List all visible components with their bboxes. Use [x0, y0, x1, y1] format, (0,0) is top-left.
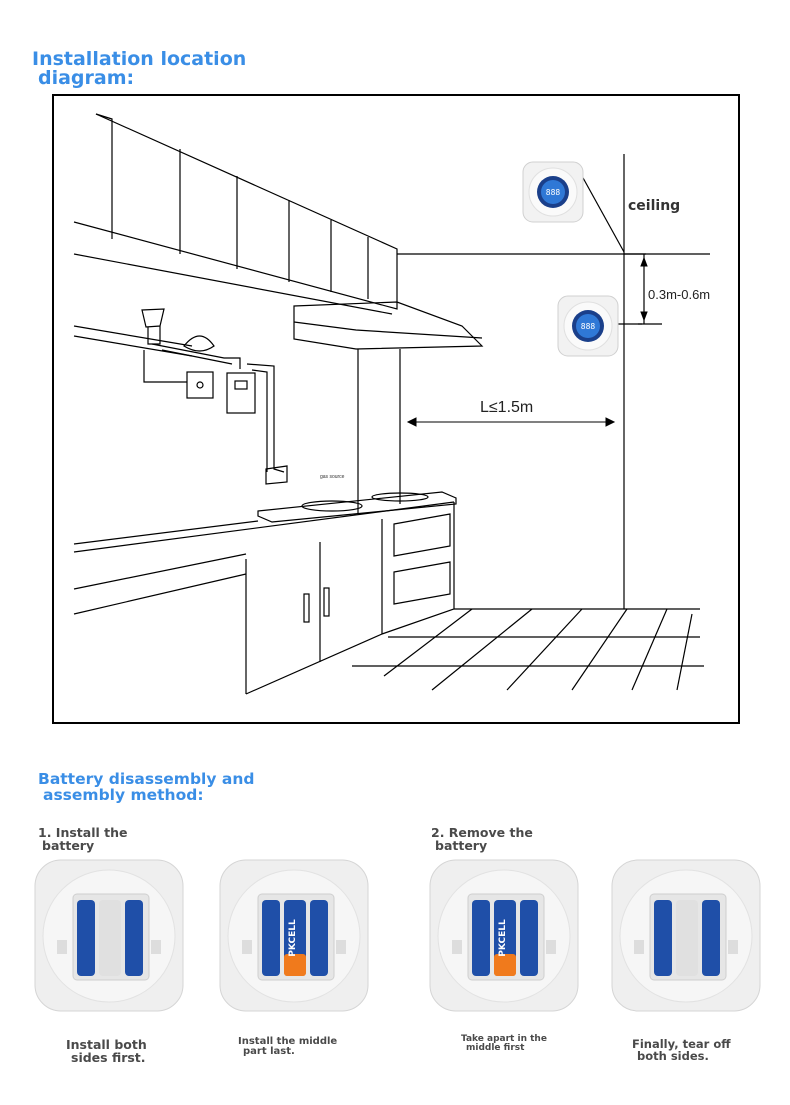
caption-line1: Install the middle — [238, 1036, 338, 1047]
installation-title-line2: diagram: — [38, 67, 135, 89]
caption-line1: Finally, tear off — [632, 1037, 731, 1051]
battery-title-line1: Battery disassembly and — [38, 770, 255, 788]
battery-title: Battery disassembly and assembly method: — [38, 770, 255, 804]
distance-arrow — [406, 256, 648, 427]
panel-4-caption: Finally, tear off both sides. — [632, 1037, 731, 1063]
battery-panel-3: PKCELL — [429, 859, 579, 1012]
step1-line2: battery — [42, 837, 95, 853]
ceiling-label: ceiling — [628, 198, 680, 214]
caption-line2: middle first — [466, 1043, 525, 1053]
panel-2-caption: Install the middle part last. — [238, 1037, 337, 1057]
caption-line2: part last. — [243, 1046, 295, 1057]
gas-source-label: gas source — [320, 474, 345, 480]
detector-ceiling: 888 — [522, 161, 584, 223]
kitchen-line-art — [73, 113, 710, 695]
caption-line1: Install both — [66, 1037, 147, 1052]
distance-label: L≤1.5m — [480, 399, 533, 416]
step2-title: 2. Remove the battery — [431, 825, 533, 853]
battery-panel-2: PKCELL — [219, 859, 369, 1012]
battery-panel-1 — [34, 859, 184, 1012]
detector-wall: 888 — [557, 295, 619, 357]
detector-display: 888 — [581, 322, 596, 331]
step1-line1: 1. Install the — [38, 825, 128, 840]
step1-title: 1. Install the battery — [38, 825, 128, 853]
installation-title-line1: Installation location — [32, 48, 247, 70]
step2-line2: battery — [435, 837, 488, 853]
diagram-frame — [52, 94, 740, 724]
caption-line1: Take apart in the — [461, 1034, 547, 1044]
battery-brand: PKCELL — [498, 919, 508, 957]
installation-diagram: 888 888 ceiling 0.3m-0.6m L≤1.5m gas sou… — [52, 94, 740, 724]
height-range-label: 0.3m-0.6m — [648, 287, 710, 302]
installation-title: Installation location diagram: — [32, 50, 246, 88]
panel-1-caption: Install both sides first. — [66, 1037, 147, 1065]
caption-line2: sides first. — [71, 1049, 146, 1065]
battery-panel-4 — [611, 859, 761, 1012]
detector-display: 888 — [546, 188, 561, 197]
panel-3-caption: Take apart in the middle first — [461, 1035, 547, 1053]
battery-brand: PKCELL — [288, 919, 298, 957]
step2-line1: 2. Remove the — [431, 825, 533, 840]
caption-line2: both sides. — [637, 1048, 709, 1063]
battery-title-line2: assembly method: — [43, 785, 204, 804]
